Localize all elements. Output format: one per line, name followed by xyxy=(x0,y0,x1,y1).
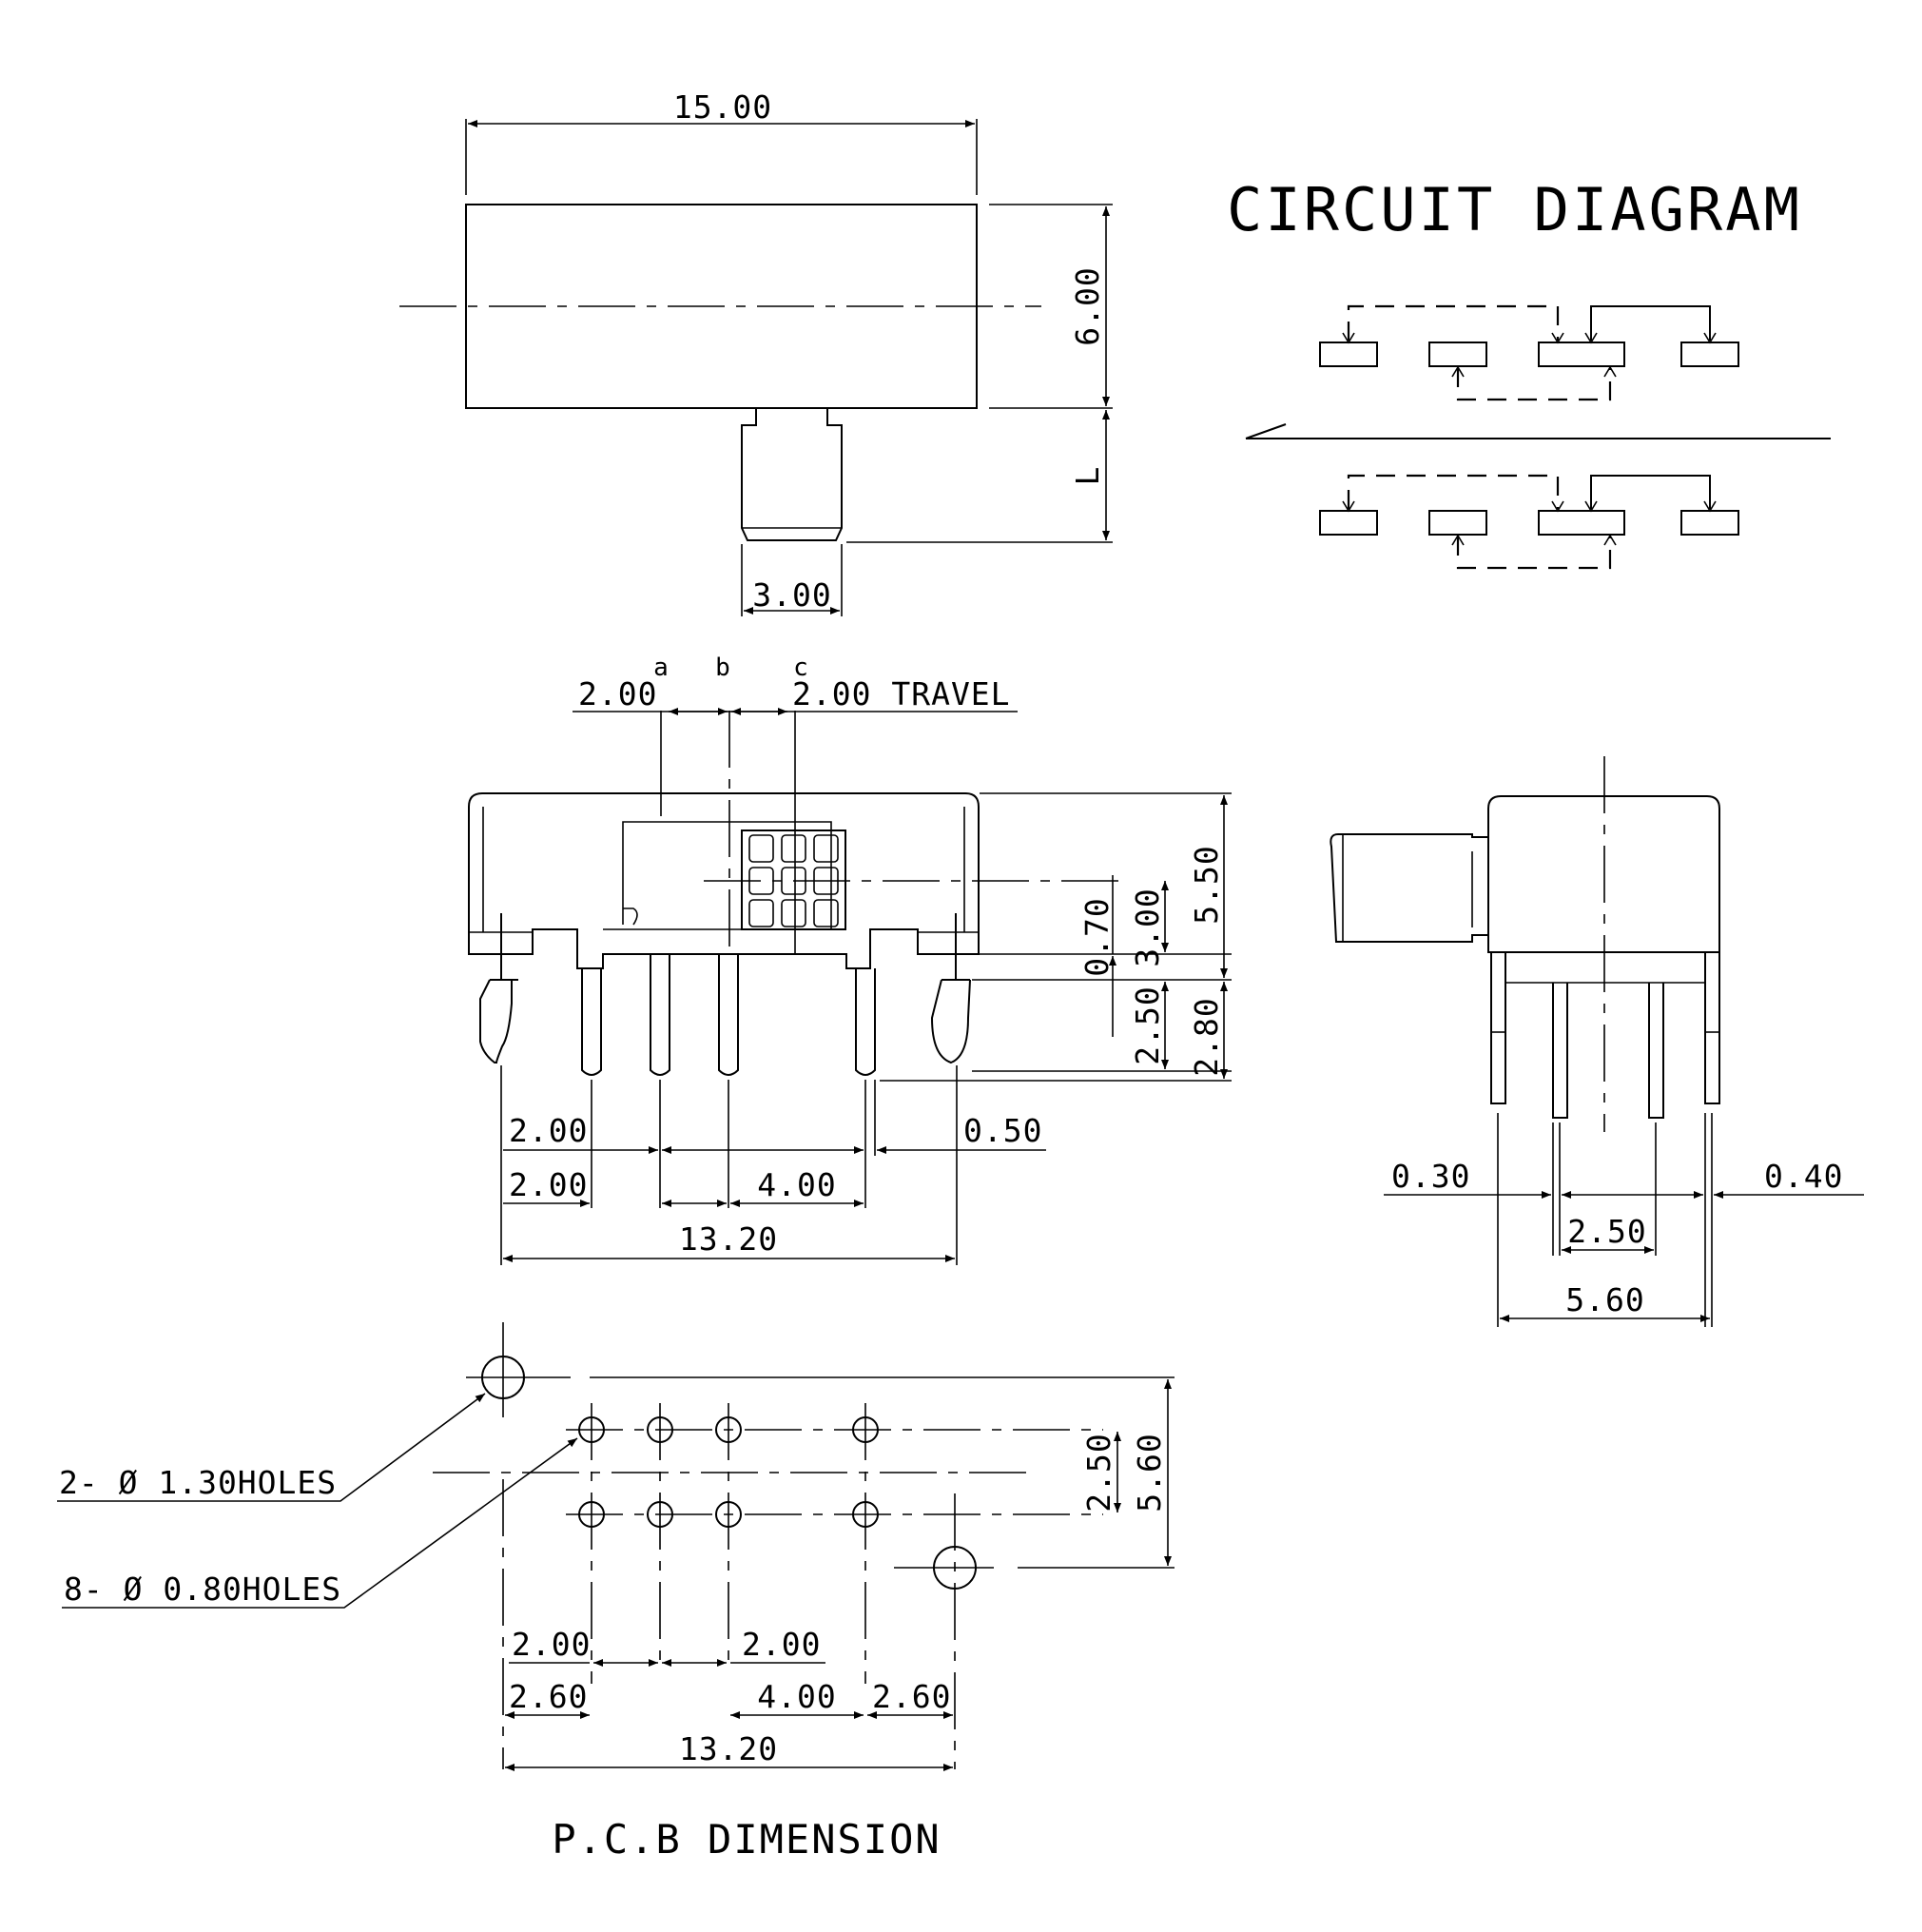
switch-housing xyxy=(468,792,980,969)
slider-outline xyxy=(622,821,832,929)
dim-width-label: 15.00 xyxy=(673,88,772,126)
dim-pcb-edge-right-label: 2.60 xyxy=(872,1678,951,1715)
dim-pitch-2-label: 2.00 xyxy=(509,1166,588,1203)
grip-cell xyxy=(813,899,839,927)
pcb-layout: 2.50 5.60 2- Ø 1.30HOLES 8- Ø 0.80HOLES … xyxy=(57,1322,1175,1863)
side-pin xyxy=(1552,983,1568,1119)
side-view: 0.30 0.40 2.50 5.60 xyxy=(1330,756,1864,1327)
dim-300-label: 3.00 xyxy=(1129,888,1166,966)
travel-right-label: 2.00 TRAVEL xyxy=(792,675,1011,712)
terminal-pad xyxy=(1538,342,1625,367)
arrow-tip xyxy=(1584,332,1598,344)
mounting-leg-left xyxy=(479,913,513,1064)
dim-pcb-overall-label: 13.20 xyxy=(679,1730,778,1767)
dim-pcb-250-label: 2.50 xyxy=(1080,1433,1117,1512)
slider-notch xyxy=(623,907,638,926)
arrow-tip xyxy=(1603,534,1617,546)
grip-cell xyxy=(748,899,774,927)
contact-bridge-dashed xyxy=(1456,368,1612,401)
dim-pcb-560-label: 5.60 xyxy=(1131,1433,1168,1512)
side-body-outline xyxy=(1487,795,1720,953)
travel-left-label: 2.00 xyxy=(578,675,657,712)
arrow-tip xyxy=(1703,332,1717,344)
arrow-tip xyxy=(1342,500,1355,513)
dim-height-label: 6.00 xyxy=(1069,266,1106,345)
terminal-pin xyxy=(855,968,876,1076)
side-leg-left xyxy=(1490,952,1506,1104)
grip-frame xyxy=(741,829,846,930)
dim-overall-label: 13.20 xyxy=(679,1220,778,1258)
arrow-tip xyxy=(1703,500,1717,513)
side-pin xyxy=(1648,983,1664,1119)
grip-cell xyxy=(781,899,806,927)
position-label-b: b xyxy=(715,654,730,682)
side-leg-right xyxy=(1704,952,1720,1104)
dim-550-label: 5.50 xyxy=(1188,845,1225,924)
arrow-tip xyxy=(1584,500,1598,513)
dim-pcb-pitch-right-label: 2.00 xyxy=(742,1626,821,1663)
terminal-pad xyxy=(1319,510,1378,536)
circuit-position-2 xyxy=(1319,474,1739,570)
dim-pitch-4-label: 4.00 xyxy=(757,1166,836,1203)
terminal-pin xyxy=(718,954,739,1076)
dim-actuator-length-label: L xyxy=(1069,466,1106,486)
dim-pcb-edge-left-label: 2.60 xyxy=(509,1678,588,1715)
label-mount-holes: 2- Ø 1.30HOLES xyxy=(59,1464,337,1501)
contact-bridge-dashed xyxy=(1456,537,1612,570)
terminal-pin xyxy=(650,954,670,1076)
leader-mount-holes xyxy=(57,1393,486,1502)
circuit-diagram: CIRCUIT DIAGRAM xyxy=(1227,175,1831,570)
dim-pcb-center-label: 4.00 xyxy=(757,1678,836,1715)
dim-pitch-1-label: 2.00 xyxy=(509,1112,588,1149)
terminal-pad xyxy=(1319,342,1378,367)
label-pin-holes: 8- Ø 0.80HOLES xyxy=(64,1571,341,1608)
dim-280-label: 2.80 xyxy=(1188,997,1225,1076)
dim-pcb-pitch-left-label: 2.00 xyxy=(512,1626,591,1663)
front-view: a b c 2.00 2.00 TRAVEL 0.70 3.00 5.50 2.… xyxy=(468,654,1232,1265)
top-view: 15.00 6.00 L 3.00 xyxy=(399,88,1113,616)
arrow-tip xyxy=(1451,534,1465,546)
dim-side-040-label: 0.40 xyxy=(1764,1158,1843,1195)
contact-bridge-dashed xyxy=(1347,474,1560,509)
arrow-tip xyxy=(1342,332,1355,344)
terminal-pin xyxy=(581,968,602,1076)
grip-cell xyxy=(781,834,806,863)
circuit-position-1 xyxy=(1319,304,1739,401)
arrow-tip xyxy=(1551,332,1564,344)
terminal-pad xyxy=(1538,510,1625,536)
side-actuator xyxy=(1330,833,1488,943)
actuator-knob xyxy=(741,408,843,541)
arrow-tip xyxy=(1603,365,1617,378)
grip-cell xyxy=(813,834,839,863)
pcb-dimension-title: P.C.B DIMENSION xyxy=(552,1816,941,1863)
position-label-a: a xyxy=(653,654,669,682)
contact-bridge-solid xyxy=(1590,305,1711,341)
arrow-tip xyxy=(1451,365,1465,378)
arrow-tip xyxy=(1551,500,1564,513)
position-label-c: c xyxy=(793,654,808,682)
dim-side-560-label: 5.60 xyxy=(1565,1281,1644,1318)
leader-pin-holes xyxy=(62,1437,578,1609)
mounting-leg-right xyxy=(930,913,971,1064)
dim-actuator-width-label: 3.00 xyxy=(752,576,831,614)
dim-250-label: 2.50 xyxy=(1129,986,1166,1064)
circuit-diagram-title: CIRCUIT DIAGRAM xyxy=(1227,175,1802,244)
contact-bridge-dashed xyxy=(1347,304,1560,341)
actuator-grip-grid xyxy=(741,829,846,930)
terminal-pad xyxy=(1428,342,1487,367)
dim-side-250-label: 2.50 xyxy=(1567,1213,1646,1250)
slide-direction-arrowhead xyxy=(1245,423,1287,439)
dim-side-030-label: 0.30 xyxy=(1391,1158,1470,1195)
dim-070-label: 0.70 xyxy=(1078,897,1116,976)
terminal-pad xyxy=(1428,510,1487,536)
terminal-pad xyxy=(1680,510,1739,536)
grip-cell xyxy=(748,834,774,863)
terminal-pad xyxy=(1680,342,1739,367)
dim-pin-width-label: 0.50 xyxy=(963,1112,1042,1149)
contact-bridge-solid xyxy=(1590,475,1711,509)
